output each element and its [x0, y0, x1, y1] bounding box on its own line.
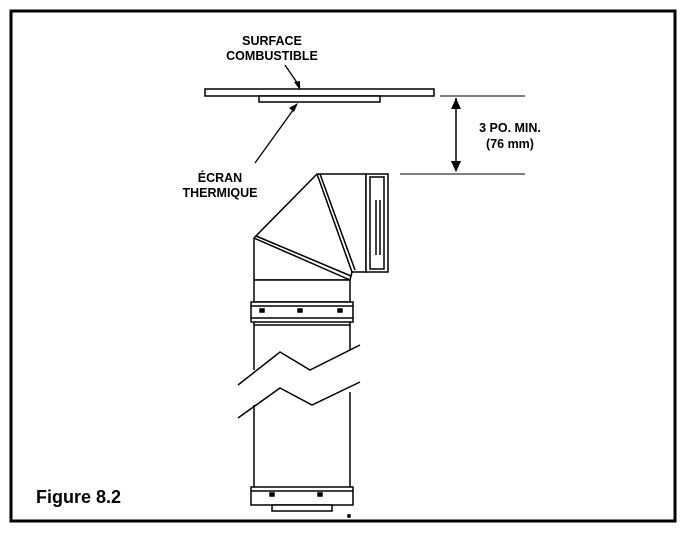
elbow-pipe: [253, 173, 389, 281]
surface-leader: [284, 64, 301, 90]
heat-shield: [258, 95, 381, 103]
clearance-label-line2: (76 mm): [486, 137, 534, 151]
clearance-dimension: [400, 95, 525, 175]
heat-shield-label-line2: THERMIQUE: [183, 186, 258, 200]
heat-shield-label-line1: ÉCRAN: [198, 170, 242, 185]
surface-label-line1: SURFACE: [242, 34, 302, 48]
clearance-label-line1: 3 PO. MIN.: [479, 121, 541, 135]
heat-shield-leader: [254, 103, 298, 164]
straight-pipe: [237, 279, 361, 518]
surface-label-line2: COMBUSTIBLE: [226, 49, 318, 63]
combustible-surface: [204, 88, 435, 97]
figure-border: [9, 9, 677, 523]
figure-caption: Figure 8.2: [36, 487, 121, 507]
